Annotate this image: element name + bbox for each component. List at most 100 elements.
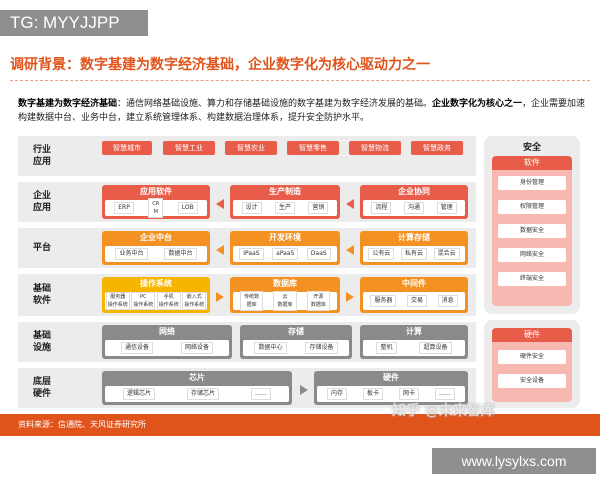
row-label-hardware: 底层硬件 bbox=[32, 377, 51, 399]
industry-item: 智慧物流 bbox=[349, 141, 401, 155]
chip: 超算设备 bbox=[419, 342, 452, 354]
chip: 开源 数据库 bbox=[306, 291, 330, 311]
chip: 混合云 bbox=[433, 248, 460, 260]
row-infrastructure: 基础设施 网络 通信设备 网络设备 存储 数据中心 存储设备 计算 整机 bbox=[18, 322, 476, 362]
chip: 云 数据库 bbox=[273, 291, 297, 311]
summary-second-text: ，企业需要加速构建数据中台、业务中台，建立系统管理体系、构建数据治理体系，提升安… bbox=[18, 99, 586, 123]
group-middleware: 中间件 服务器 交易 消息 bbox=[360, 277, 468, 313]
group-os: 操作系统 服务器 操作系统 PC 操作系统 手机 操作系统 嵌入式 操作系统 bbox=[102, 277, 210, 313]
group-title: 计算存储 bbox=[398, 233, 430, 242]
group-app-software: 应用软件 ERP CR M LOB bbox=[102, 185, 210, 219]
chip: 内存 bbox=[326, 388, 347, 400]
chip: PC 操作系统 bbox=[131, 292, 156, 310]
chip: …… bbox=[434, 388, 455, 400]
chip: 数据中台 bbox=[164, 248, 197, 260]
chip: 营销 bbox=[308, 202, 329, 214]
group-title: 企业协同 bbox=[398, 187, 430, 196]
row-platform: 平台 企业中台 业务中台 数据中台 开发环境 IPaaS aPaaS DaaS … bbox=[18, 228, 476, 268]
row-label-industry: 行业应用 bbox=[32, 145, 51, 167]
chip: 网卡 bbox=[398, 388, 419, 400]
chip: 沟通 bbox=[403, 202, 424, 214]
chip: 服务器 操作系统 bbox=[105, 292, 130, 310]
chip: 存储芯片 bbox=[186, 388, 219, 400]
group-body: 业务中台 数据中台 bbox=[105, 246, 207, 262]
chip: 私有云 bbox=[400, 248, 427, 260]
arrow-left-icon bbox=[346, 245, 354, 255]
group-title: 网络 bbox=[159, 327, 175, 336]
security-software-title: 软件 bbox=[492, 156, 572, 170]
group-body: 传统数 据库 云 数据库 开源 数据库 bbox=[233, 291, 337, 311]
industry-item: 智慧农业 bbox=[225, 141, 277, 155]
group-title: 硬件 bbox=[383, 373, 399, 382]
chip: 传统数 据库 bbox=[240, 291, 264, 311]
slide-title: 调研背景：数字基建为数字经济基础，企业数字化为核心驱动力之一 bbox=[10, 57, 430, 73]
chip: 管理 bbox=[436, 202, 457, 214]
group-title: 计算 bbox=[406, 327, 422, 336]
chip: 嵌入式 操作系统 bbox=[182, 292, 207, 310]
chip: 手机 操作系统 bbox=[156, 292, 181, 310]
row-label-software: 基础软件 bbox=[32, 284, 51, 306]
chip: aPaaS bbox=[272, 248, 299, 260]
top-left-tag: TG: MYYJJPP bbox=[0, 10, 148, 36]
architecture-diagram: 行业应用 智慧城市 智慧工业 智慧农业 智慧零售 智慧物流 智慧政务 企业应用 … bbox=[18, 136, 476, 408]
slide: 调研背景：数字基建为数字经济基础，企业数字化为核心驱动力之一 数字基建为数字经济… bbox=[0, 44, 600, 436]
industry-item: 智慧零售 bbox=[287, 141, 339, 155]
chip: 服务器 bbox=[370, 295, 397, 307]
security-item: 硬件安全 bbox=[498, 350, 566, 364]
group-database: 数据库 传统数 据库 云 数据库 开源 数据库 bbox=[230, 277, 340, 313]
group-compute-storage: 计算存储 公有云 私有云 混合云 bbox=[360, 231, 468, 265]
chip: 网络设备 bbox=[180, 342, 213, 354]
chip: 生产 bbox=[274, 202, 295, 214]
chip: 交易 bbox=[406, 295, 427, 307]
group-title: 存储 bbox=[288, 327, 304, 336]
security-title: 安全 bbox=[522, 143, 541, 153]
group-title: 企业中台 bbox=[140, 233, 172, 242]
group-title: 开发环境 bbox=[269, 233, 301, 242]
group-title: 应用软件 bbox=[140, 187, 172, 196]
arrow-right-icon bbox=[346, 292, 354, 302]
row-industry: 行业应用 智慧城市 智慧工业 智慧农业 智慧零售 智慧物流 智慧政务 bbox=[18, 136, 476, 176]
security-software-box: 软件 身份管理 权限管理 数据安全 网络安全 终端安全 bbox=[492, 156, 572, 306]
chip: 板卡 bbox=[362, 388, 383, 400]
security-panel: 安全 软件 身份管理 权限管理 数据安全 网络安全 终端安全 bbox=[484, 136, 580, 314]
row-label-infrastructure: 基础设施 bbox=[32, 331, 51, 353]
chip: 流程 bbox=[371, 202, 392, 214]
security-hardware-title: 硬件 bbox=[492, 328, 572, 342]
security-item: 终端安全 bbox=[498, 272, 566, 286]
chip: CR M bbox=[148, 198, 164, 218]
group-body: IPaaS aPaaS DaaS bbox=[233, 246, 337, 262]
group-body: ERP CR M LOB bbox=[105, 198, 207, 218]
industry-item: 智慧城市 bbox=[102, 141, 152, 155]
chip: 业务中台 bbox=[115, 248, 148, 260]
chip: 通信设备 bbox=[120, 342, 153, 354]
row-label-platform: 平台 bbox=[32, 243, 51, 253]
row-base-hardware: 底层硬件 芯片 逻辑芯片 存储芯片 …… 硬件 内存 板卡 网卡 …… bbox=[18, 368, 476, 408]
group-body: 整机 超算设备 bbox=[363, 340, 465, 356]
group-compute: 计算 整机 超算设备 bbox=[360, 325, 468, 359]
group-network: 网络 通信设备 网络设备 bbox=[102, 325, 232, 359]
chip: IPaaS bbox=[239, 248, 264, 260]
chip: 数据中心 bbox=[254, 342, 287, 354]
security-item: 权限管理 bbox=[498, 200, 566, 214]
security-item: 网络安全 bbox=[498, 248, 566, 262]
chip: 存储设备 bbox=[305, 342, 338, 354]
arrow-left-icon bbox=[216, 199, 224, 209]
chip: 公有云 bbox=[368, 248, 395, 260]
arrow-left-icon bbox=[216, 245, 224, 255]
group-dev-env: 开发环境 IPaaS aPaaS DaaS bbox=[230, 231, 340, 265]
chip: …… bbox=[250, 388, 271, 400]
chip: ERP bbox=[114, 202, 134, 214]
chip: 逻辑芯片 bbox=[122, 388, 155, 400]
security-item: 数据安全 bbox=[498, 224, 566, 238]
summary-second-bold: 企业数字化为核心之一 bbox=[432, 99, 523, 109]
summary-text: 数字基建为数字经济基础：通信网络基础设施、算力和存储基础设施的数字基建为数字经济… bbox=[18, 97, 588, 125]
watermark-text: 知乎 @未来智库 bbox=[392, 403, 495, 419]
group-title: 中间件 bbox=[402, 279, 426, 288]
arrow-left-icon bbox=[346, 199, 354, 209]
chip: 整机 bbox=[376, 342, 397, 354]
group-title: 操作系统 bbox=[140, 279, 172, 288]
group-enterprise-middle: 企业中台 业务中台 数据中台 bbox=[102, 231, 210, 265]
group-body: 内存 板卡 网卡 …… bbox=[317, 386, 465, 402]
group-hardware: 硬件 内存 板卡 网卡 …… bbox=[314, 371, 468, 405]
summary-lead-text: ：通信网络基础设施、算力和存储基础设施的数字基建为数字经济发展的基础。 bbox=[117, 99, 433, 109]
